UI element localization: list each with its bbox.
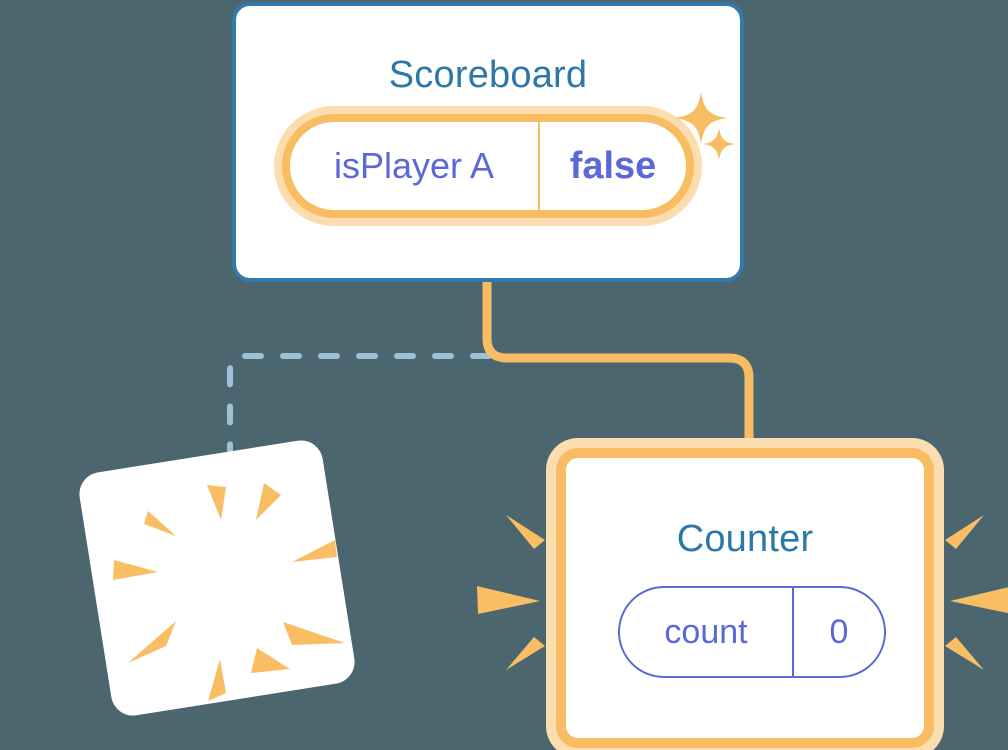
burst-ray-icon [113,560,158,580]
state-value-label: 0 [792,588,884,676]
burst-ray-icon [251,648,290,673]
burst-ray-icon [207,485,226,520]
state-value-label: false [538,122,686,210]
blank-card-burst-rays [113,483,345,701]
connector-scoreboard-to-blank-card [227,353,492,466]
counter-burst-rays-right [945,515,1008,670]
burst-ray-icon [292,540,337,562]
state-key-label: isPlayer A [333,145,495,186]
burst-ray-icon [945,515,984,549]
burst-ray-icon [506,515,545,549]
burst-ray-icon [128,621,176,663]
burst-ray-icon [283,622,345,645]
component-card-counter[interactable]: Counter count 0 [556,448,934,748]
component-card-scoreboard[interactable]: Scoreboard isPlayer A false [232,2,744,282]
state-key-label: count [664,612,748,651]
burst-ray-icon [256,483,281,520]
state-pill-count[interactable]: count 0 [618,586,886,678]
burst-ray-icon [945,637,984,670]
sparkle-icon [703,128,735,160]
counter-burst-rays-left [477,515,545,670]
sparkle-icon [675,92,727,144]
burst-ray-icon [477,586,540,614]
component-title-counter: Counter [676,518,814,560]
burst-ray-icon [208,659,226,701]
connector-scoreboard-to-counter [482,282,754,452]
burst-ray-icon [950,587,1008,614]
burst-ray-icon [144,511,176,536]
state-pill-is-player-a[interactable]: isPlayer A false [282,114,694,218]
burst-ray-icon [506,637,545,670]
component-title-scoreboard: Scoreboard [388,54,588,96]
